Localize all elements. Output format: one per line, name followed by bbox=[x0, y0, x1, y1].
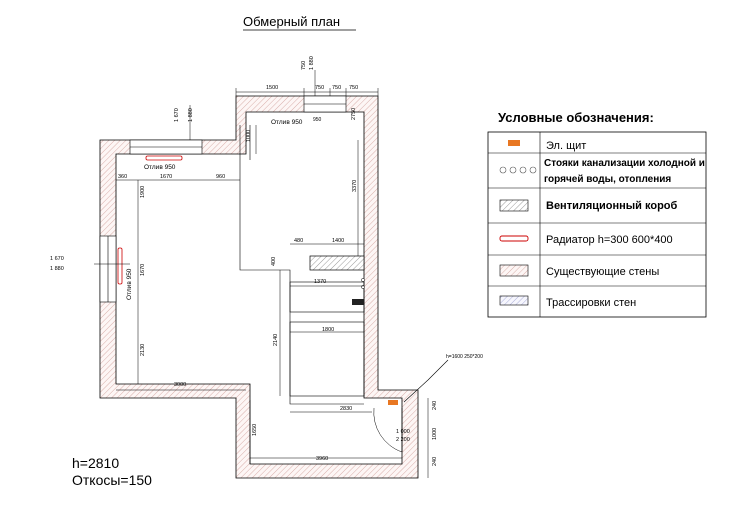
svg-text:750: 750 bbox=[332, 85, 341, 91]
sill-label-upper: Отлив 950 bbox=[271, 119, 303, 126]
svg-text:1 880: 1 880 bbox=[188, 108, 194, 122]
svg-text:1400: 1400 bbox=[332, 238, 344, 244]
svg-text:3960: 3960 bbox=[316, 456, 328, 462]
legend-radiator-symbol bbox=[499, 235, 529, 242]
svg-text:750: 750 bbox=[301, 61, 307, 70]
dimension-texts: 1500 750 750 750 750 1 880 1 670 1 880 1… bbox=[50, 56, 438, 466]
radiator-left bbox=[117, 247, 123, 285]
svg-text:1 670: 1 670 bbox=[174, 108, 180, 122]
partition-lines bbox=[239, 125, 364, 405]
electrical-panel bbox=[388, 400, 398, 405]
legend-item-wall-routing: Трассировки стен bbox=[546, 297, 636, 309]
room-height-note: h=2810 bbox=[72, 455, 119, 471]
vent-note: h=1600 250*200 bbox=[446, 354, 483, 360]
svg-text:3370: 3370 bbox=[352, 180, 358, 192]
legend-panel-symbol bbox=[508, 140, 520, 146]
svg-text:1 670: 1 670 bbox=[50, 256, 64, 262]
window-top bbox=[129, 139, 203, 155]
legend-title: Условные обозначения: bbox=[498, 110, 654, 125]
sill-label-top: Отлив 950 bbox=[144, 164, 176, 171]
svg-text:1650: 1650 bbox=[252, 424, 258, 436]
window-upper bbox=[303, 95, 347, 113]
svg-text:1500: 1500 bbox=[266, 85, 278, 91]
svg-text:750: 750 bbox=[349, 85, 358, 91]
svg-text:960: 960 bbox=[216, 174, 225, 180]
svg-text:1000: 1000 bbox=[432, 428, 438, 440]
svg-text:1670: 1670 bbox=[140, 264, 146, 276]
svg-text:2140: 2140 bbox=[273, 334, 279, 346]
svg-text:2750: 2750 bbox=[351, 108, 357, 120]
dimension-lines bbox=[94, 70, 429, 478]
svg-text:950: 950 bbox=[313, 117, 322, 123]
legend-table bbox=[487, 131, 707, 318]
riser-circle bbox=[361, 278, 365, 282]
svg-text:2 200: 2 200 bbox=[396, 437, 410, 443]
door-swing-arc bbox=[373, 407, 403, 453]
svg-text:1800: 1800 bbox=[322, 327, 334, 333]
svg-text:1900: 1900 bbox=[140, 186, 146, 198]
legend-item-radiator: Радиатор h=300 600*400 bbox=[546, 234, 673, 246]
legend-item-risers-line2: горячей воды, отопления bbox=[544, 174, 671, 185]
window-left bbox=[99, 235, 117, 303]
svg-text:1000: 1000 bbox=[246, 130, 252, 142]
legend-riser-symbol bbox=[499, 166, 537, 174]
plan-title: Обмерный план bbox=[243, 14, 340, 29]
svg-text:2130: 2130 bbox=[140, 344, 146, 356]
svg-text:400: 400 bbox=[271, 257, 277, 266]
svg-text:1370: 1370 bbox=[314, 279, 326, 285]
svg-text:1 880: 1 880 bbox=[309, 56, 315, 70]
riser-block bbox=[352, 299, 364, 305]
legend-wall-routing-symbol bbox=[499, 295, 529, 306]
svg-text:480: 480 bbox=[294, 238, 303, 244]
legend: Условные обозначения: Эл. щит Стояки кан… bbox=[487, 110, 707, 318]
svg-text:3000: 3000 bbox=[174, 382, 186, 388]
legend-vent-symbol bbox=[499, 199, 529, 212]
svg-text:2830: 2830 bbox=[340, 406, 352, 412]
built-in-lower bbox=[289, 321, 365, 397]
sill-label-left: Отлив 950 bbox=[126, 268, 133, 300]
existing-walls bbox=[99, 95, 419, 479]
legend-item-existing-walls: Существующие стены bbox=[546, 266, 659, 278]
legend-item-vent: Вентиляционный короб bbox=[546, 200, 678, 212]
svg-text:360: 360 bbox=[118, 174, 127, 180]
legend-item-panel: Эл. щит bbox=[546, 140, 586, 152]
svg-text:750: 750 bbox=[315, 85, 324, 91]
vent-note-leader bbox=[403, 359, 449, 403]
ventilation-duct bbox=[309, 255, 365, 271]
svg-text:240: 240 bbox=[432, 457, 438, 466]
reveals-note: Откосы=150 bbox=[72, 472, 152, 488]
legend-existing-walls-symbol bbox=[499, 264, 529, 277]
svg-text:1670: 1670 bbox=[160, 174, 172, 180]
radiator-top bbox=[145, 155, 183, 161]
built-in-upper bbox=[289, 281, 365, 313]
legend-item-risers-line1: Стояки канализации холодной и bbox=[544, 158, 705, 169]
svg-text:1 000: 1 000 bbox=[396, 429, 410, 435]
svg-text:1 880: 1 880 bbox=[50, 266, 64, 272]
svg-text:240: 240 bbox=[432, 401, 438, 410]
